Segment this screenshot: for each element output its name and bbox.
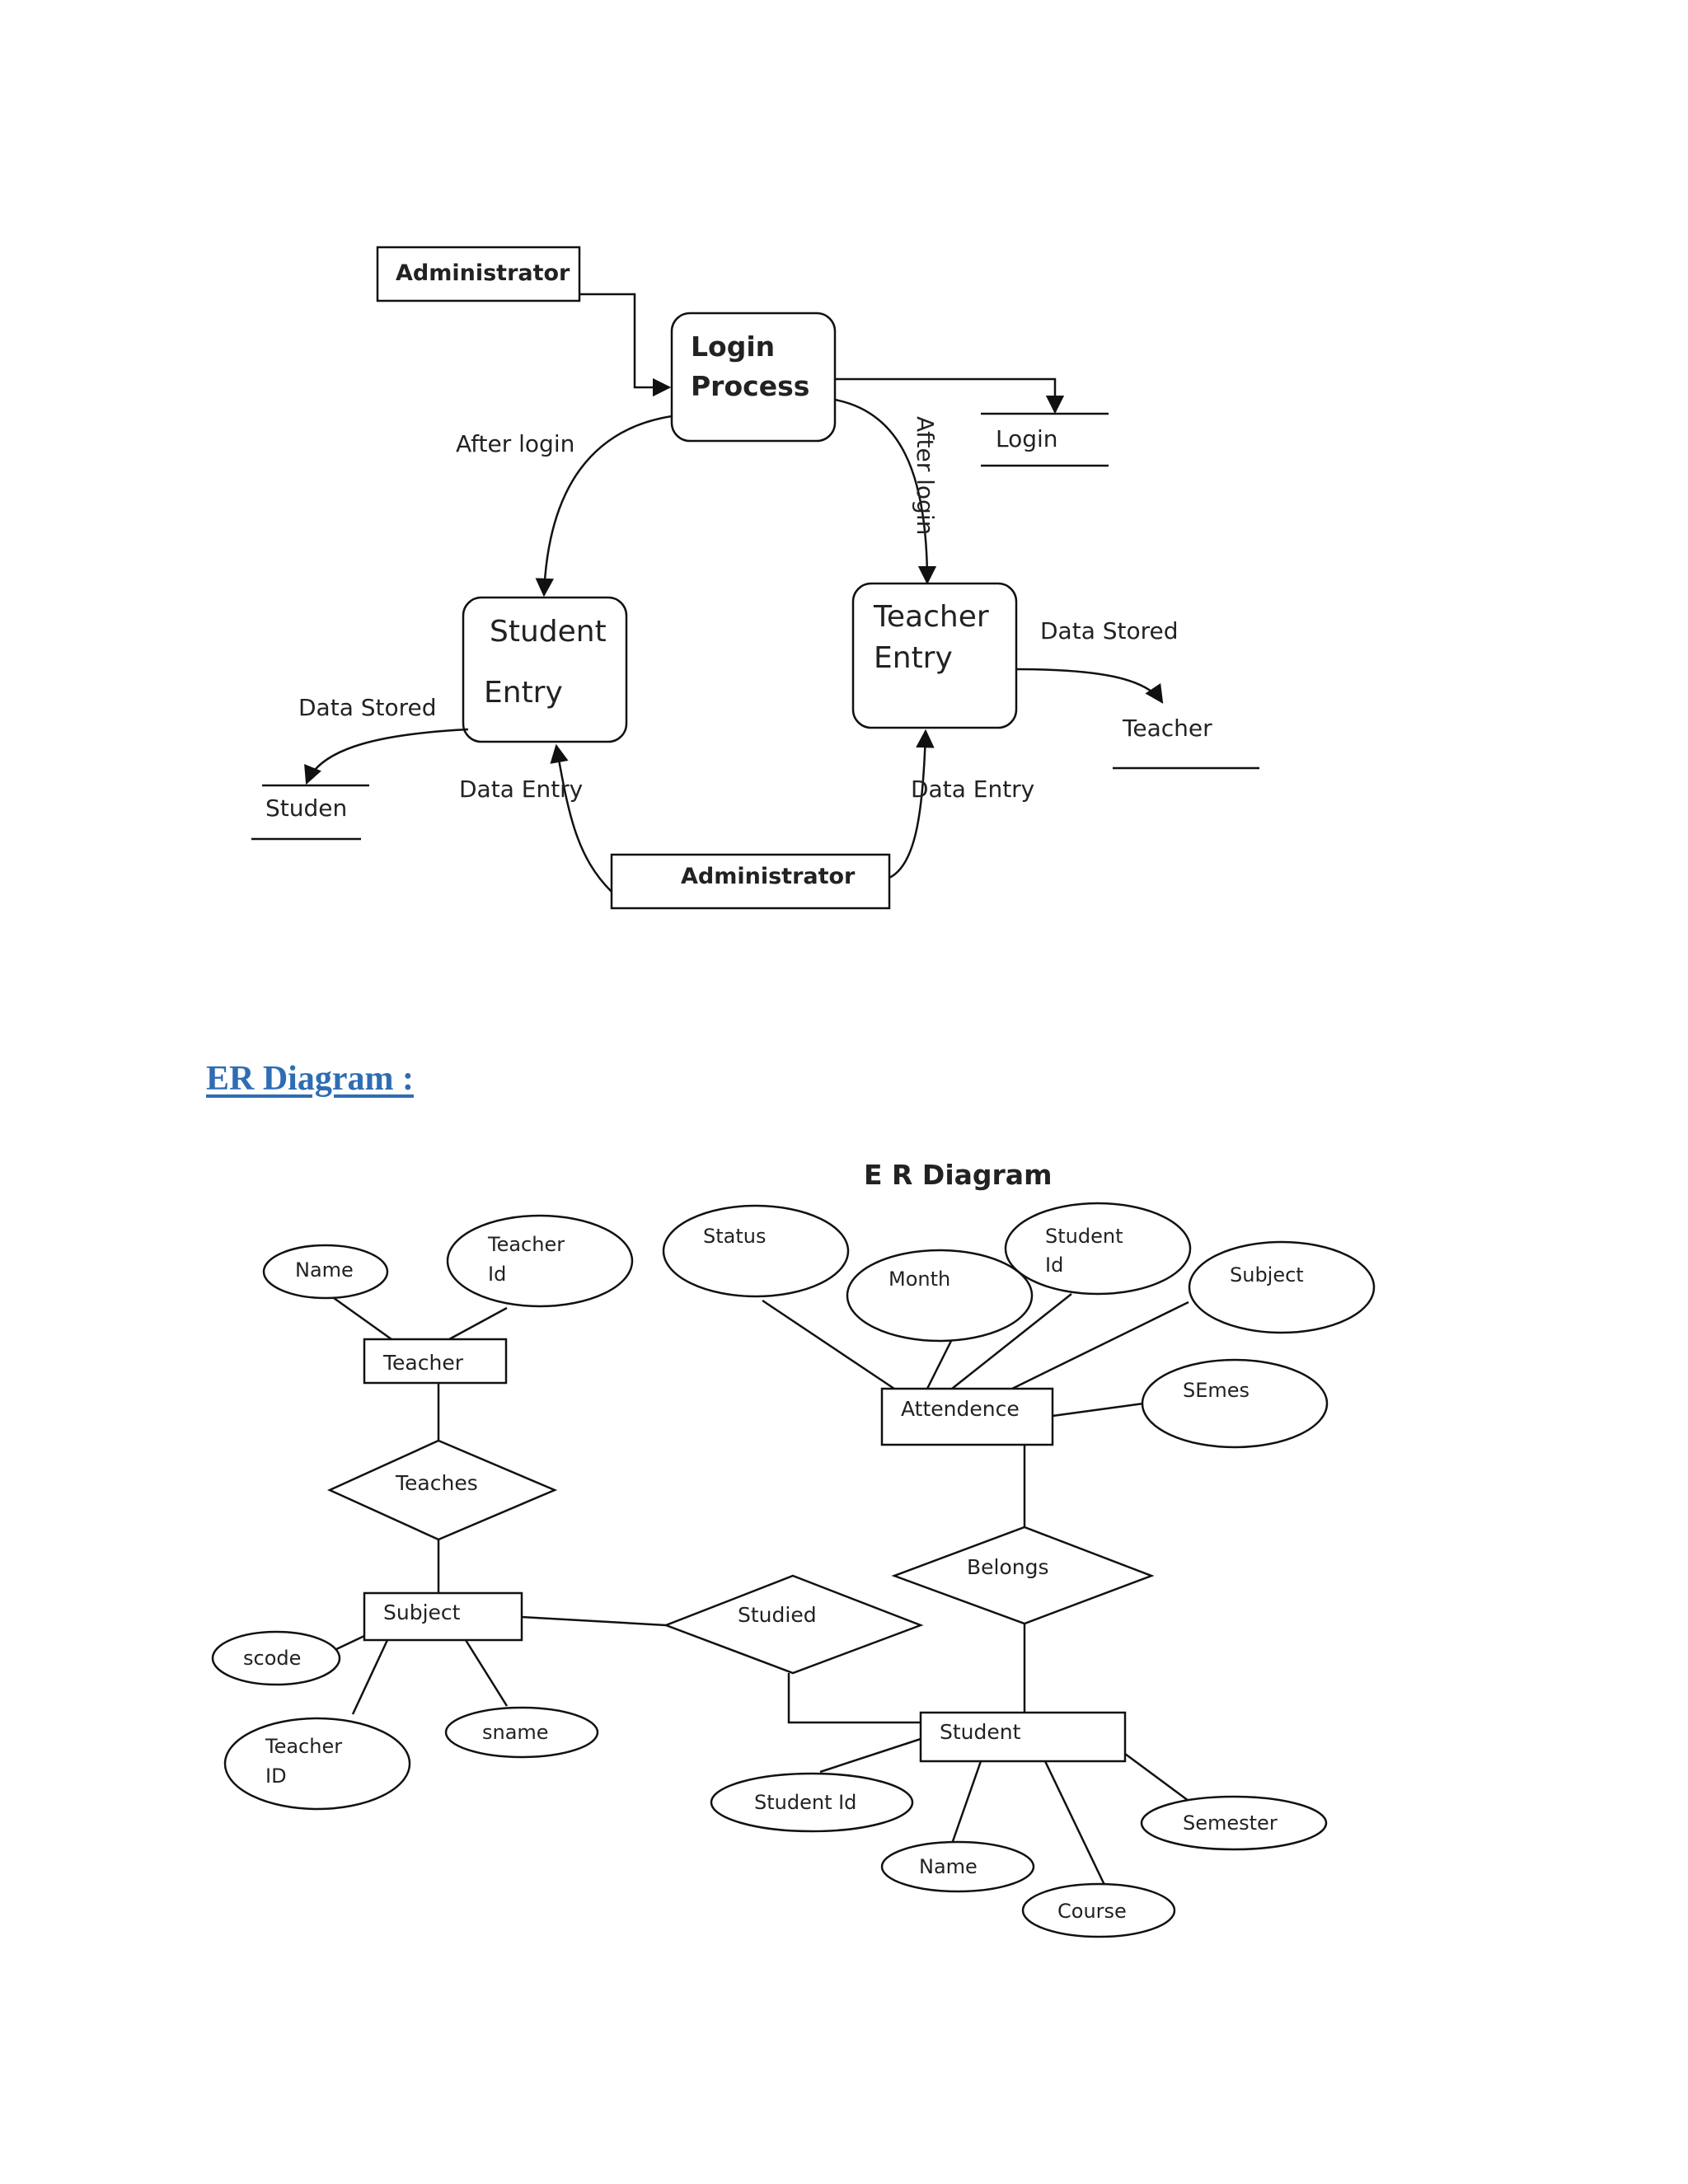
entity-subject: Subject <box>363 1591 523 1642</box>
attr-status: Status <box>662 1204 850 1298</box>
data-entry-right-label: Data Entry <box>911 776 1034 803</box>
attr-student-id: Student Id <box>710 1772 914 1833</box>
entity-teacher: Teacher <box>363 1338 508 1385</box>
relationship-belongs: Belongs <box>891 1526 1155 1625</box>
after-login-left-label: After login <box>456 430 574 457</box>
er-connectors <box>316 1293 1189 1886</box>
entity-student-label: Student <box>940 1720 1021 1744</box>
attr-scode-label: scode <box>243 1647 301 1670</box>
student-entry-label-2: Entry <box>484 676 563 710</box>
attr-teacher-name: Name <box>262 1244 389 1300</box>
administrator-bottom-entity: Administrator <box>610 853 891 910</box>
student-entry-label-1: Student <box>490 615 607 649</box>
teacher-data-store: Teacher <box>1113 715 1259 770</box>
er-diagram-heading: ER Diagram : <box>206 1060 414 1098</box>
relationship-belongs-label: Belongs <box>967 1555 1049 1579</box>
attr-student-name: Name <box>880 1840 1035 1893</box>
er-diagram: E R Diagram Teacher Subject Attendence <box>211 1159 1376 1938</box>
attr-attendence-subject: Subject <box>1188 1240 1376 1334</box>
entity-teacher-label: Teacher <box>382 1351 464 1375</box>
attr-sname: sname <box>444 1706 599 1759</box>
administrator-top-label: Administrator <box>396 260 570 286</box>
teacher-entry-label-1: Teacher <box>873 600 989 634</box>
login-process-label-2: Process <box>691 370 809 402</box>
relationship-teaches-label: Teaches <box>395 1471 478 1495</box>
attr-sub-teacher-id-label-2: ID <box>265 1765 287 1788</box>
teacher-entry-label-2: Entry <box>874 641 953 675</box>
login-to-store-flow <box>835 377 1065 415</box>
data-stored-left-label: Data Stored <box>298 694 437 721</box>
attr-student-id-label: Student Id <box>754 1791 856 1814</box>
attr-course: Course <box>1021 1882 1176 1938</box>
login-to-teacher-flow <box>834 398 937 585</box>
attr-teacher-id-label-1: Teacher <box>487 1233 565 1256</box>
attr-sub-teacher-id-label-1: Teacher <box>265 1735 342 1758</box>
student-data-store: Studen <box>251 784 369 841</box>
attr-teacher-id: Teacher Id <box>446 1214 634 1308</box>
login-process: Login Process <box>670 312 837 443</box>
attr-status-label: Status <box>703 1225 766 1248</box>
attr-att-student-id-label-1: Student <box>1045 1225 1123 1248</box>
attr-teacher-id-label-2: Id <box>488 1263 506 1286</box>
attr-student-name-label: Name <box>919 1855 978 1878</box>
entity-attendence-label: Attendence <box>901 1397 1020 1421</box>
er-diagram-title: E R Diagram <box>864 1159 1052 1191</box>
attr-teacher-name-label: Name <box>295 1258 354 1282</box>
admin-to-teacher-flow <box>889 729 935 879</box>
entity-student: Student <box>919 1711 1127 1763</box>
attr-semes: SEmes <box>1141 1358 1329 1449</box>
relationship-teaches: Teaches <box>326 1439 558 1541</box>
relationship-studied: Studied <box>663 1574 924 1675</box>
admin-to-login-flow <box>579 293 672 397</box>
attr-attendence-student-id: Student Id <box>1004 1202 1192 1296</box>
teacher-store-label: Teacher <box>1122 715 1212 742</box>
student-to-store-flow <box>304 728 469 785</box>
attr-course-label: Course <box>1057 1900 1127 1923</box>
teacher-to-store-flow <box>1015 668 1164 704</box>
administrator-bottom-label: Administrator <box>681 864 856 889</box>
attr-month: Month <box>846 1249 1034 1343</box>
login-to-student-flow <box>535 415 673 598</box>
student-entry-process: Student Entry <box>462 596 628 743</box>
attr-att-subject-label: Subject <box>1230 1263 1304 1286</box>
entity-subject-label: Subject <box>383 1601 461 1624</box>
data-entry-left-label: Data Entry <box>459 776 583 803</box>
attr-scode: scode <box>211 1630 341 1686</box>
login-process-label-1: Login <box>691 330 775 363</box>
attr-semester: Semester <box>1140 1795 1328 1851</box>
entity-attendence: Attendence <box>880 1387 1054 1446</box>
relationship-studied-label: Studied <box>738 1603 817 1627</box>
login-store-label: Login <box>996 425 1058 452</box>
attr-month-label: Month <box>889 1268 950 1291</box>
login-data-store: Login <box>981 412 1109 467</box>
attr-subject-teacher-id: Teacher ID <box>223 1717 411 1811</box>
admin-to-student-flow <box>550 743 612 893</box>
attr-sname-label: sname <box>482 1721 549 1744</box>
attr-semes-label: SEmes <box>1183 1379 1250 1402</box>
after-login-right-label: After login <box>912 416 939 535</box>
teacher-entry-process: Teacher Entry <box>851 582 1018 729</box>
attr-semester-label: Semester <box>1183 1811 1278 1835</box>
data-flow-diagram: Administrator Login Process Login After … <box>251 246 1259 910</box>
data-stored-right-label: Data Stored <box>1040 617 1179 644</box>
student-store-label: Studen <box>265 794 347 822</box>
administrator-top-entity: Administrator <box>376 246 581 302</box>
attr-att-student-id-label-2: Id <box>1045 1254 1063 1277</box>
